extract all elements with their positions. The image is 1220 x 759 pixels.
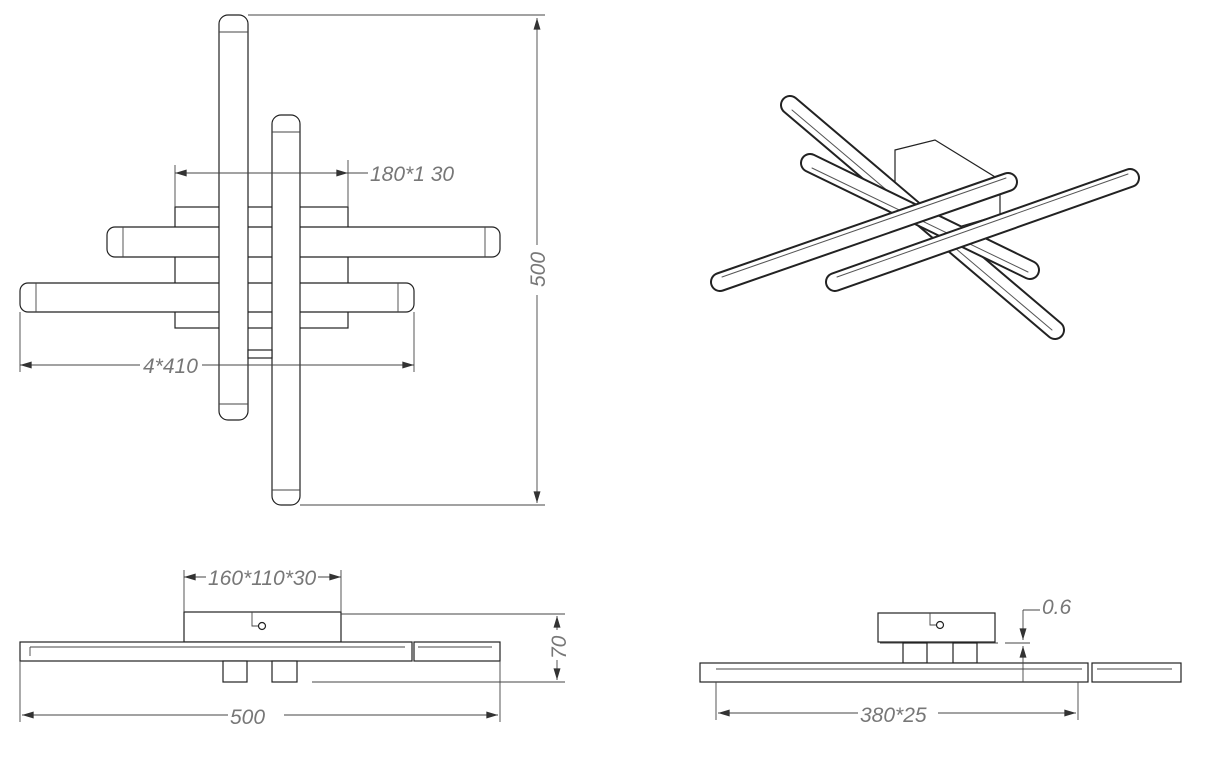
isometric-view bbox=[710, 95, 1140, 340]
horizontal-bar-lower bbox=[19, 282, 415, 313]
horizontal-bar-upper bbox=[106, 226, 501, 258]
end-bar-main bbox=[699, 662, 1089, 683]
gap-label: 0.6 bbox=[1042, 596, 1072, 619]
vertical-bar-right bbox=[271, 114, 301, 506]
side-bar-main bbox=[19, 641, 413, 662]
canopy-dimension-label: 180*1 30 bbox=[370, 163, 454, 186]
side-view: 160*110*30 70 500 bbox=[19, 565, 571, 729]
end-canopy bbox=[877, 612, 996, 643]
overall-width-label: 500 bbox=[230, 706, 265, 729]
total-height-label: 70 bbox=[548, 635, 571, 659]
overall-height-label: 500 bbox=[527, 252, 550, 287]
side-bar-end bbox=[413, 641, 501, 662]
center-joint bbox=[247, 349, 273, 359]
end-view: 0.6 380*25 bbox=[699, 596, 1182, 727]
screw-icon bbox=[257, 621, 267, 631]
end-bar-end bbox=[1091, 662, 1182, 683]
bar-length-label: 4*410 bbox=[143, 355, 198, 378]
screw-icon bbox=[935, 620, 945, 630]
vertical-bar-left bbox=[218, 14, 249, 421]
top-view: 180*1 30 500 4*410 bbox=[19, 14, 550, 506]
canopy-size-label: 160*110*30 bbox=[208, 567, 317, 590]
bar-size-label: 380*25 bbox=[860, 704, 927, 727]
